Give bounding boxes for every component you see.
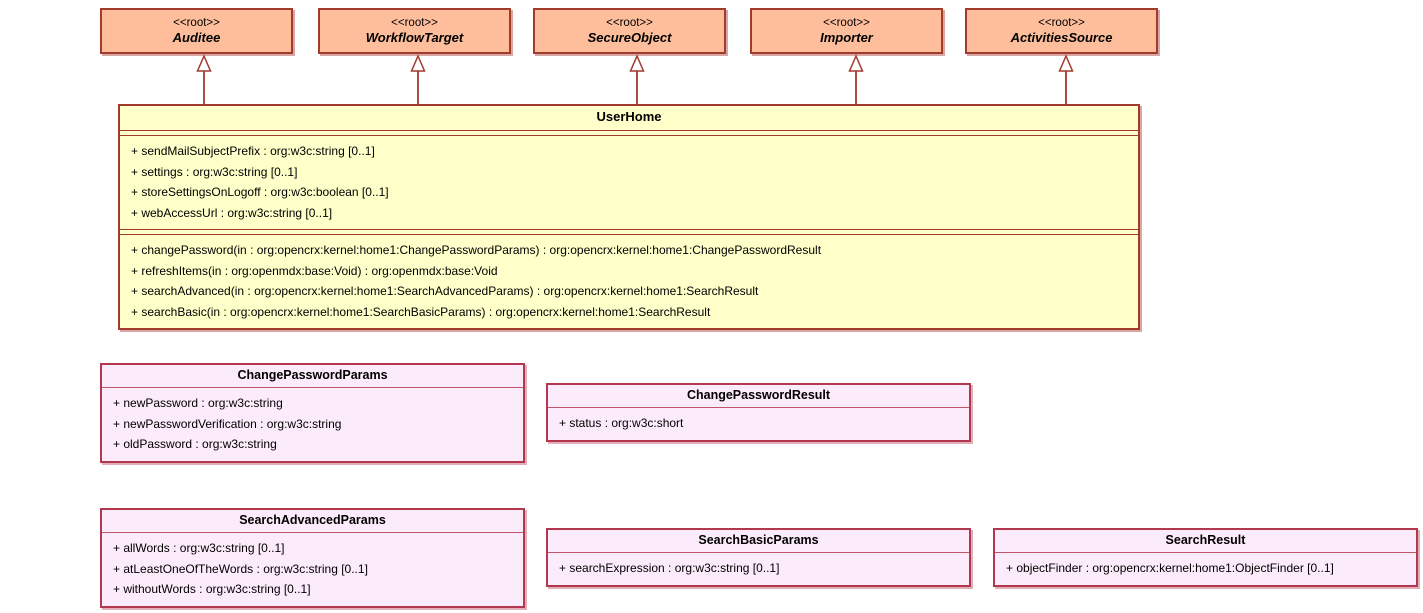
attributes-compartment: + searchExpression : org:w3c:string [0..… <box>548 553 969 585</box>
class-name: ChangePasswordResult <box>548 385 969 408</box>
stereotype-label: <<root>> <box>1038 17 1085 29</box>
class-auditee[interactable]: <<root>> Auditee <box>100 8 293 54</box>
class-changepasswordparams[interactable]: ChangePasswordParams + newPassword : org… <box>100 363 525 463</box>
compartment-separator <box>120 229 1138 235</box>
attributes-compartment: + status : org:w3c:short <box>548 408 969 440</box>
class-name: UserHome <box>596 109 662 124</box>
attributes-compartment: + objectFinder : org:opencrx:kernel:home… <box>995 553 1416 585</box>
class-secureobject[interactable]: <<root>> SecureObject <box>533 8 726 54</box>
class-userhome[interactable]: UserHome + sendMailSubjectPrefix : org:w… <box>118 104 1140 330</box>
attribute-line: + withoutWords : org:w3c:string [0..1] <box>113 582 311 596</box>
class-searchadvancedparams[interactable]: SearchAdvancedParams + allWords : org:w3… <box>100 508 525 608</box>
attribute-line: + storeSettingsOnLogoff : org:w3c:boolea… <box>131 185 389 199</box>
class-changepasswordresult[interactable]: ChangePasswordResult + status : org:w3c:… <box>546 383 971 442</box>
method-line: + refreshItems(in : org:openmdx:base:Voi… <box>131 263 498 278</box>
attribute-line: + newPasswordVerification : org:w3c:stri… <box>113 416 342 431</box>
method-line: + changePassword(in : org:opencrx:kernel… <box>131 243 822 257</box>
attribute-line: + objectFinder : org:opencrx:kernel:home… <box>1006 561 1334 575</box>
attribute-line: + settings : org:w3c:string [0..1] <box>131 164 298 179</box>
class-name: SearchBasicParams <box>548 530 969 553</box>
stereotype-label: <<root>> <box>173 17 220 29</box>
inheritance-connector-workflowtarget <box>410 54 426 105</box>
stereotype-label: <<root>> <box>391 17 438 29</box>
inheritance-connector-importer <box>848 54 864 105</box>
class-name: SearchResult <box>995 530 1416 553</box>
inheritance-connector-activitiessource <box>1058 54 1074 105</box>
class-searchbasicparams[interactable]: SearchBasicParams + searchExpression : o… <box>546 528 971 587</box>
attribute-line: + webAccessUrl : org:w3c:string [0..1] <box>131 205 333 220</box>
class-workflowtarget[interactable]: <<root>> WorkflowTarget <box>318 8 511 54</box>
attributes-compartment: + sendMailSubjectPrefix : org:w3c:string… <box>120 136 1138 229</box>
attribute-line: + status : org:w3c:short <box>559 416 684 430</box>
class-name: Auditee <box>172 30 221 45</box>
attribute-line: + oldPassword : org:w3c:string <box>113 437 277 451</box>
methods-compartment: + changePassword(in : org:opencrx:kernel… <box>120 235 1138 328</box>
class-name: WorkflowTarget <box>365 30 464 45</box>
class-activitiessource[interactable]: <<root>> ActivitiesSource <box>965 8 1158 54</box>
attributes-compartment: + allWords : org:w3c:string [0..1] + atLe… <box>102 533 523 606</box>
method-line: + searchBasic(in : org:opencrx:kernel:ho… <box>131 304 711 319</box>
class-name: ActivitiesSource <box>1010 30 1113 45</box>
inheritance-connector-auditee <box>196 54 212 105</box>
stereotype-label: <<root>> <box>823 17 870 29</box>
attribute-line: + newPassword : org:w3c:string <box>113 396 283 410</box>
class-importer[interactable]: <<root>> Importer <box>750 8 943 54</box>
method-line: + searchAdvanced(in : org:opencrx:kernel… <box>131 284 759 298</box>
attribute-line: + allWords : org:w3c:string [0..1] <box>113 541 285 555</box>
attribute-line: + atLeastOneOfTheWords : org:w3c:string … <box>113 561 368 576</box>
class-searchresult[interactable]: SearchResult + objectFinder : org:opencr… <box>993 528 1418 587</box>
class-name: SearchAdvancedParams <box>102 510 523 533</box>
class-name: ChangePasswordParams <box>102 365 523 388</box>
inheritance-connector-secureobject <box>629 54 645 105</box>
class-name: Importer <box>820 30 873 45</box>
class-name: SecureObject <box>587 30 672 45</box>
attribute-line: + searchExpression : org:w3c:string [0..… <box>559 561 780 575</box>
compartment-separator <box>120 130 1138 136</box>
stereotype-label: <<root>> <box>606 17 653 29</box>
attributes-compartment: + newPassword : org:w3c:string + newPassw… <box>102 388 523 461</box>
attribute-line: + sendMailSubjectPrefix : org:w3c:string… <box>131 144 375 158</box>
